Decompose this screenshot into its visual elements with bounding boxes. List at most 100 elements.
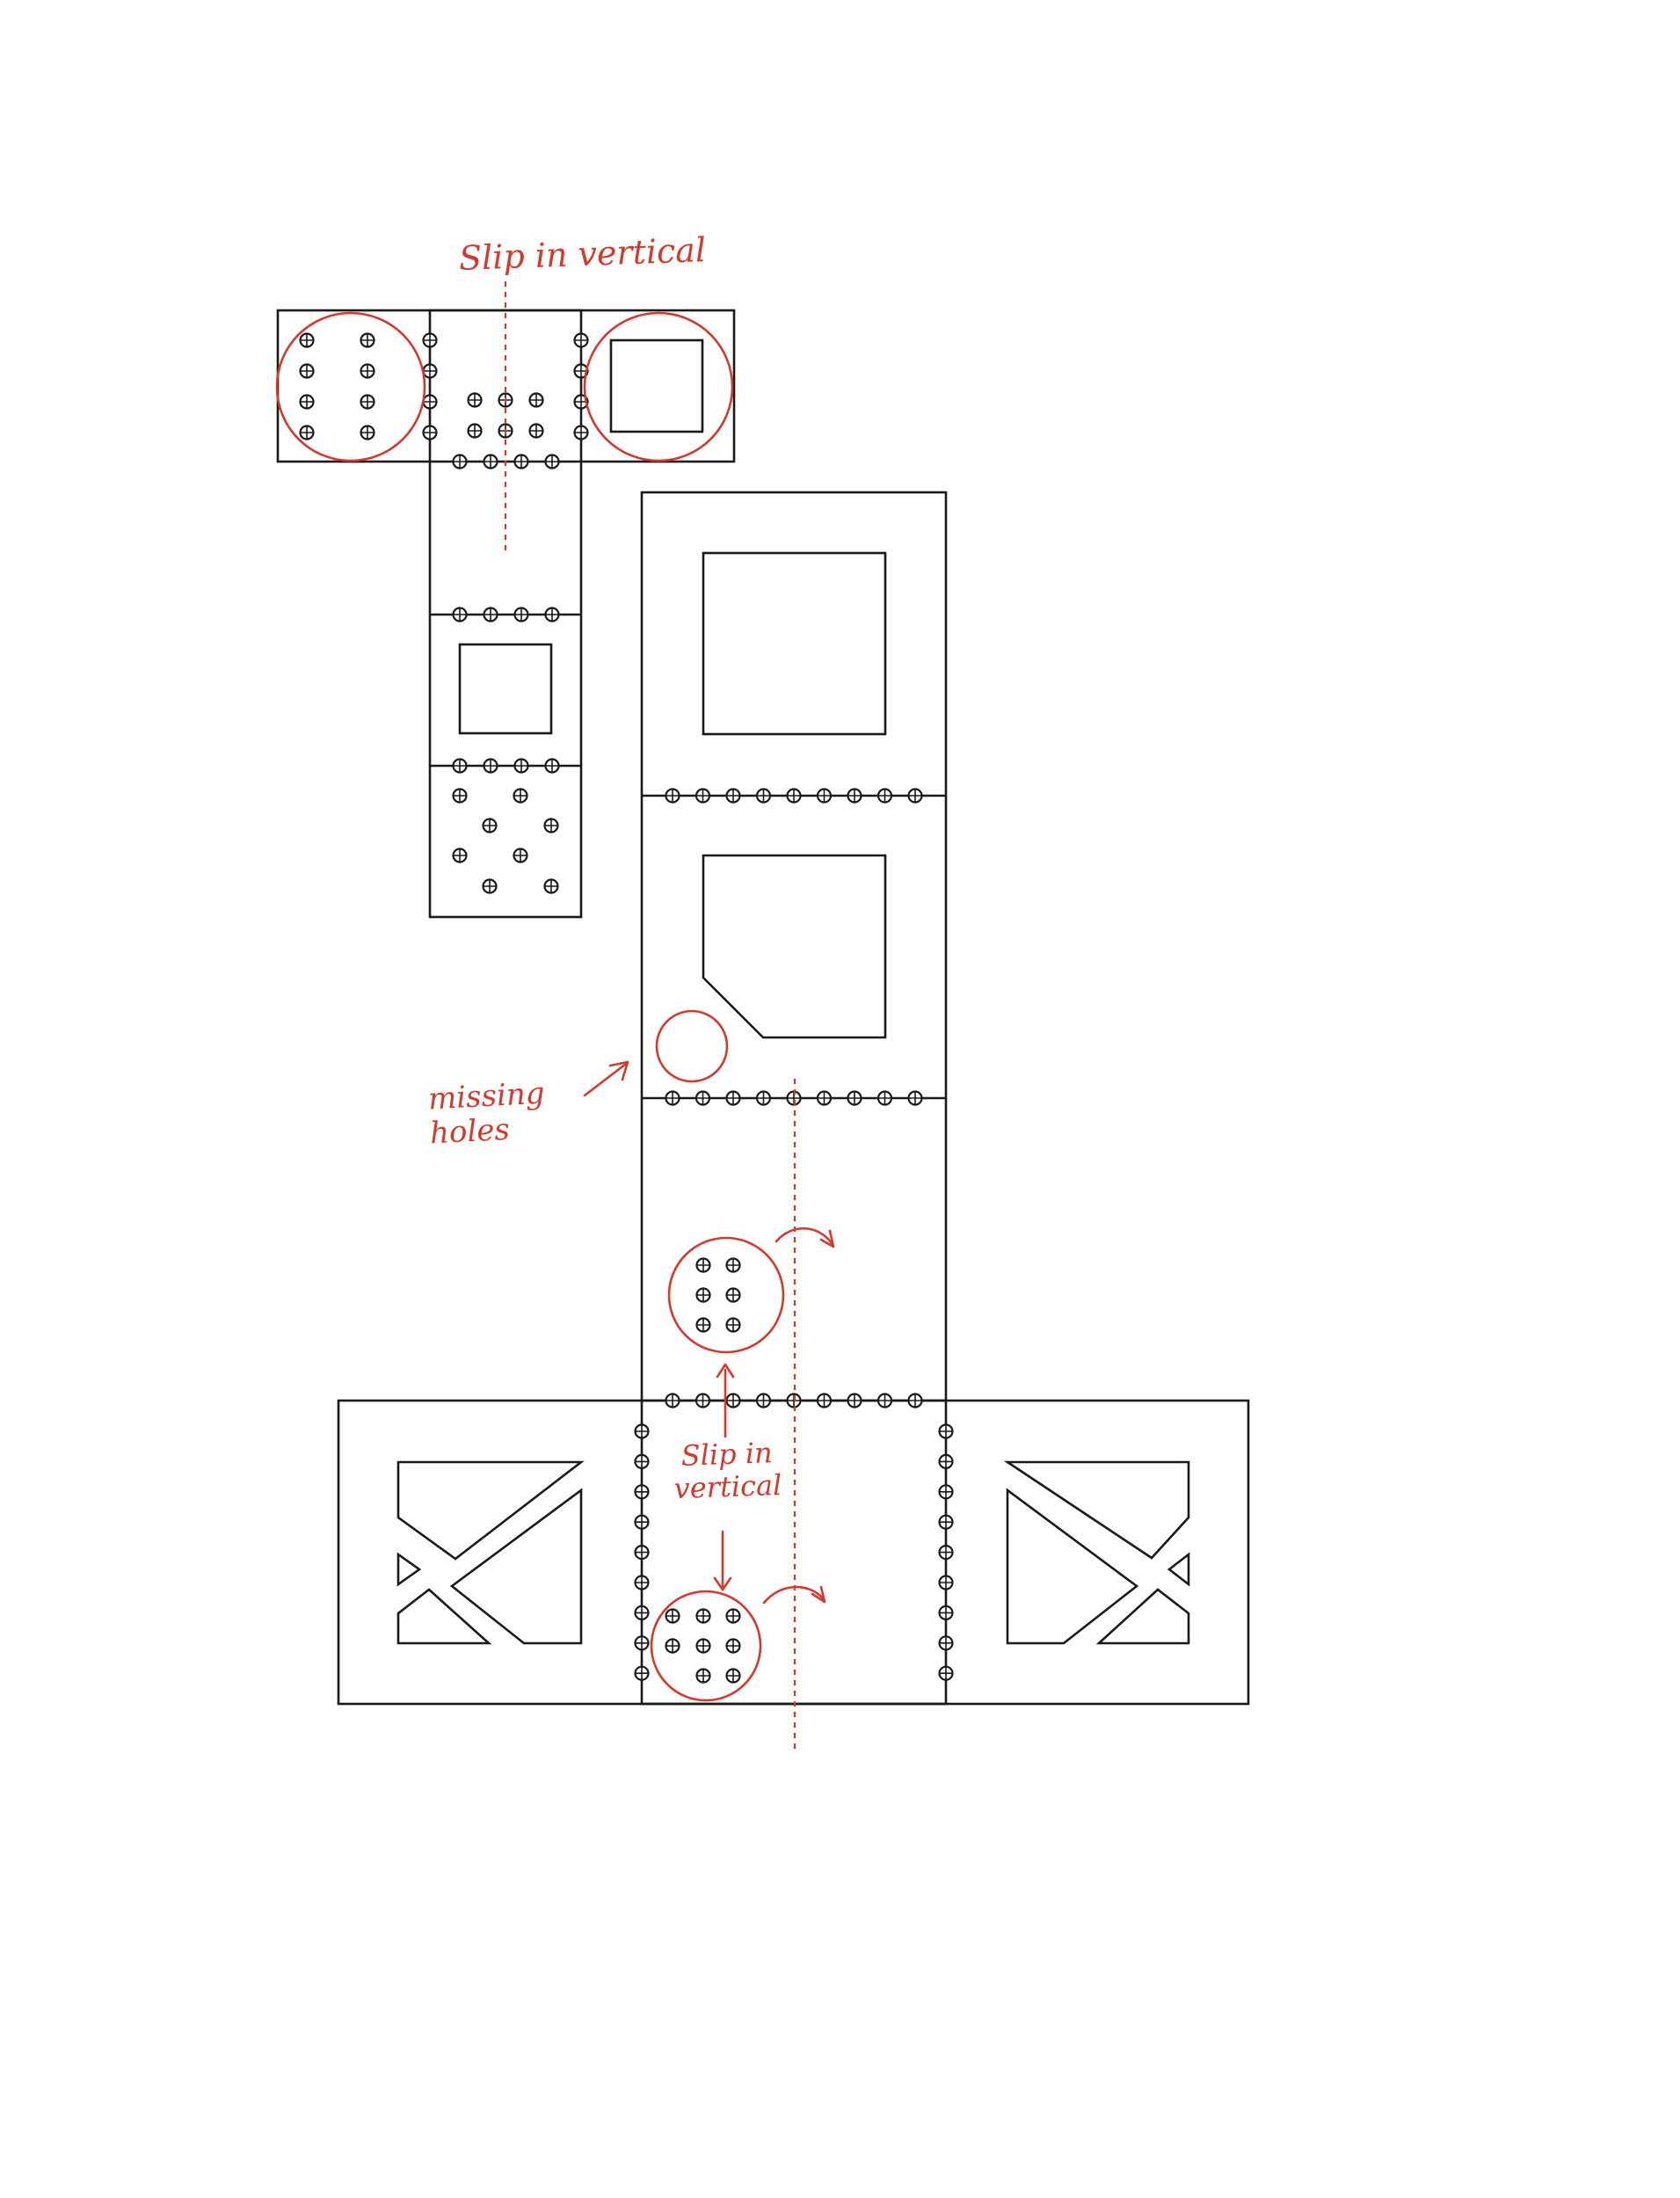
bolt-hole <box>513 454 529 469</box>
bolt-hole <box>907 788 923 804</box>
bolt-hole <box>725 1393 741 1408</box>
arrow-icon <box>716 1363 735 1438</box>
chamfered-cutout <box>702 854 887 1039</box>
bolt-hole <box>695 1393 711 1408</box>
square-cutout <box>458 643 553 735</box>
bolt-hole <box>938 1453 954 1470</box>
bolt-hole <box>634 1665 650 1681</box>
highlight-circle <box>650 1590 762 1702</box>
bolt-hole <box>467 423 483 439</box>
bolt-hole <box>876 1090 893 1106</box>
top-flap <box>276 309 736 463</box>
bolt-hole <box>422 332 438 348</box>
bolt-hole <box>634 1575 650 1590</box>
bolt-hole <box>483 607 498 622</box>
bolt-hole <box>816 1090 833 1106</box>
bolt-hole <box>695 1317 711 1333</box>
bolt-hole <box>938 1514 954 1530</box>
bolt-hole <box>573 425 589 440</box>
bolt-hole <box>299 363 315 379</box>
slip-note-line: vertical <box>673 1467 782 1505</box>
bolt-hole <box>634 1484 650 1500</box>
bolt-hole <box>360 363 375 379</box>
bolt-hole <box>938 1544 954 1561</box>
arrow-icon <box>762 1585 826 1605</box>
bolt-hole <box>755 1090 772 1106</box>
x-brace-cutout-right <box>1003 1460 1190 1645</box>
bolt-hole <box>634 1423 650 1439</box>
highlight-circle <box>583 311 734 462</box>
slip-note-line: Slip in <box>680 1436 774 1473</box>
bolt-hole <box>467 392 483 408</box>
bolt-hole <box>725 1638 741 1654</box>
bolt-hole <box>725 1317 741 1333</box>
bolt-hole <box>513 788 528 804</box>
base-bar <box>337 1399 1250 1706</box>
bolt-hole <box>695 1287 711 1303</box>
arrow-icon <box>775 1226 835 1248</box>
bolt-hole <box>665 1090 680 1106</box>
bolt-hole <box>360 332 375 348</box>
bolt-hole <box>299 425 315 440</box>
bolt-hole <box>665 1393 680 1408</box>
bolt-hole <box>755 788 772 804</box>
bolt-hole <box>543 878 559 894</box>
bolt-hole <box>299 394 315 410</box>
bolt-hole <box>876 788 893 804</box>
bolt-hole <box>907 1393 923 1408</box>
bolt-hole <box>938 1575 954 1590</box>
bolt-hole <box>573 332 589 348</box>
bolt-hole <box>665 788 680 804</box>
bolt-hole <box>695 788 711 804</box>
bolt-hole <box>938 1635 954 1651</box>
bolt-hole <box>528 423 544 439</box>
bolt-hole <box>482 878 498 894</box>
bolt-hole <box>695 1090 711 1106</box>
bolt-hole <box>634 1453 650 1470</box>
bolt-hole <box>360 394 375 410</box>
bolt-hole <box>452 607 468 622</box>
bolt-hole <box>907 1090 923 1106</box>
bolt-hole <box>544 758 560 774</box>
missing-holes-note: missing holes <box>426 1075 547 1152</box>
bolt-hole <box>938 1665 954 1681</box>
bolt-hole <box>725 1090 741 1106</box>
arrow-icon <box>583 1060 629 1097</box>
bolt-hole <box>543 818 559 833</box>
bolt-hole <box>422 425 438 440</box>
bolt-hole <box>513 607 529 622</box>
bolt-hole <box>452 454 468 469</box>
bolt-hole <box>634 1605 650 1621</box>
bolt-hole <box>452 848 468 863</box>
bolt-hole <box>847 1090 862 1106</box>
bolt-hole <box>482 818 498 833</box>
bolt-hole <box>665 1608 680 1624</box>
bolt-hole <box>665 1638 680 1654</box>
missing-holes-circle <box>655 1009 729 1083</box>
bolt-hole <box>938 1484 954 1500</box>
missing-holes-note-line: missing <box>426 1075 546 1117</box>
bolt-hole <box>786 788 802 804</box>
bolt-hole <box>634 1635 650 1651</box>
missing-holes-note-line: holes <box>429 1111 511 1152</box>
bolt-hole <box>938 1605 954 1621</box>
bolt-hole <box>544 607 560 622</box>
bolt-hole <box>544 454 560 469</box>
markup-layer <box>275 281 835 1751</box>
bolt-hole <box>695 1638 711 1654</box>
bolt-hole <box>695 1608 711 1624</box>
bolt-hole <box>483 758 498 774</box>
bolt-hole <box>695 1257 711 1273</box>
bolt-hole <box>634 1514 650 1530</box>
bolt-hole <box>816 788 833 804</box>
bolt-hole <box>452 788 468 804</box>
bolt-hole <box>938 1423 954 1439</box>
x-brace-cutout-left <box>396 1460 585 1645</box>
bolt-hole <box>725 1257 741 1273</box>
bolt-hole <box>422 394 438 410</box>
bolt-hole <box>634 1544 650 1561</box>
bolt-hole <box>755 1393 772 1408</box>
bolt-hole <box>725 788 741 804</box>
bolt-hole <box>695 1668 711 1684</box>
